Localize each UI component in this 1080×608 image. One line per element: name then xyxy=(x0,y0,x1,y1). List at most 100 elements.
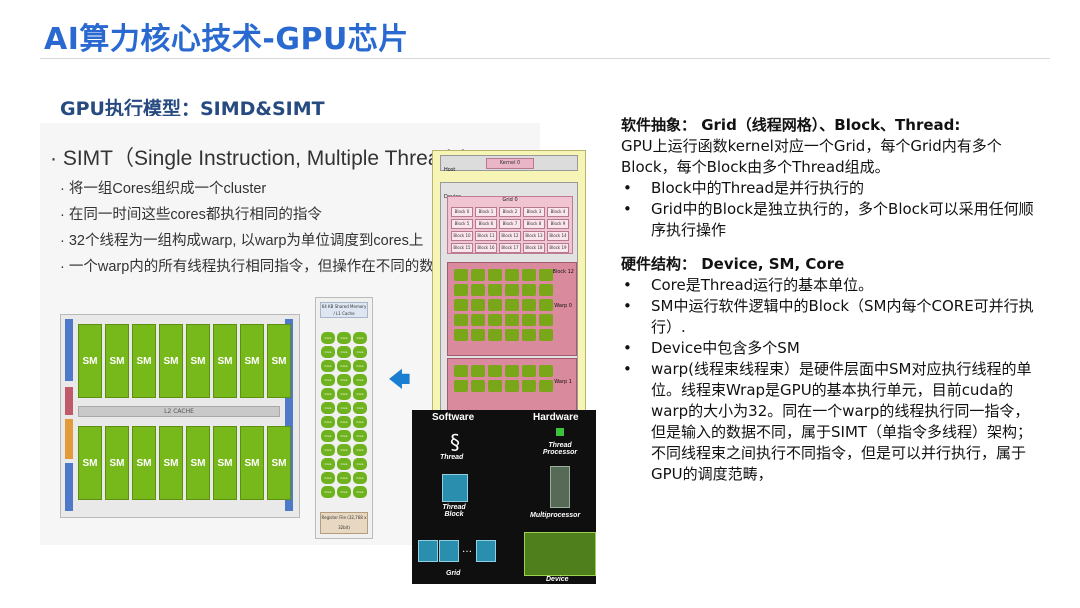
core-unit: Core xyxy=(321,388,335,400)
thread-block-caption: Thread Block xyxy=(442,504,466,518)
thread-processor-icon xyxy=(556,428,564,436)
title-divider xyxy=(40,58,1050,59)
core-unit: Core xyxy=(321,416,335,428)
thread-cell xyxy=(454,284,468,296)
sm-unit: SM xyxy=(159,426,183,500)
block-cell: Block 1 xyxy=(475,207,497,217)
core-unit: Core xyxy=(353,486,367,498)
shared-memory-box: 64 KB Shared Memory / L1 Cache xyxy=(320,302,368,318)
block-cell: Block 3 xyxy=(523,207,545,217)
thread-cell xyxy=(539,329,553,341)
core-unit: Core xyxy=(353,430,367,442)
core-unit: Core xyxy=(337,416,351,428)
sm-unit: SM xyxy=(267,426,291,500)
core-unit: Core xyxy=(337,458,351,470)
core-unit: Core xyxy=(337,402,351,414)
core-unit: Core xyxy=(337,388,351,400)
list-item: Device中包含多个SM xyxy=(621,338,1041,359)
sm-row-bottom: SM SM SM SM SM SM SM SM xyxy=(78,426,291,500)
arrow-left-icon: 🡄 xyxy=(388,368,411,393)
block-cell: Block 19 xyxy=(547,243,569,253)
core-unit: Core xyxy=(337,360,351,372)
list-item: Core是Thread运行的基本单位。 xyxy=(621,275,1041,296)
software-intro: GPU上运行函数kernel对应一个Grid，每个Grid内有多个Block，每… xyxy=(621,137,1002,176)
core-unit: Core xyxy=(337,444,351,456)
thread-caption: Thread xyxy=(440,454,464,461)
software-hardware-panel: Software Hardware § Thread Thread Proces… xyxy=(412,410,596,584)
core-unit: Core xyxy=(353,374,367,386)
block-cell: Block 16 xyxy=(475,243,497,253)
warp-box: Warp 1 xyxy=(447,358,577,414)
device-icon xyxy=(524,532,596,576)
thread-cell xyxy=(488,314,502,326)
sm-unit: SM xyxy=(78,324,102,398)
chip-side-block xyxy=(65,387,73,415)
multiprocessor-caption: Multiprocessor xyxy=(530,512,581,519)
thread-cell xyxy=(522,380,536,392)
grid-caption: Grid xyxy=(446,570,461,577)
block-cell: Block 2 xyxy=(499,207,521,217)
thread-cell xyxy=(488,380,502,392)
thread-cell xyxy=(454,269,468,281)
thread-cell xyxy=(505,329,519,341)
chip-side-block xyxy=(65,319,73,381)
register-file-box: Register File (32,768 x 32bit) xyxy=(320,512,368,534)
sm-unit: SM xyxy=(159,324,183,398)
thread-cell xyxy=(454,365,468,377)
sm-unit: SM xyxy=(105,426,129,500)
chip-side-block xyxy=(65,463,73,511)
thread-cell xyxy=(539,284,553,296)
thread-cell xyxy=(522,269,536,281)
core-unit: Core xyxy=(321,374,335,386)
thread-cell xyxy=(505,380,519,392)
host-label: Host xyxy=(444,167,456,173)
block-cell: Block 7 xyxy=(499,219,521,229)
l2-cache-bar: L2 CACHE xyxy=(78,406,280,417)
thread-cell xyxy=(471,365,485,377)
warp-tag: Warp 1 xyxy=(554,379,572,385)
sm-unit: SM xyxy=(240,426,264,500)
sm-unit: SM xyxy=(132,324,156,398)
kernel-box: Kernel 0 xyxy=(486,158,534,169)
thread-grid xyxy=(454,269,553,341)
thread-cell xyxy=(488,365,502,377)
thread-cell xyxy=(471,269,485,281)
grid-label: Grid 0 xyxy=(502,197,518,203)
list-item: Grid中的Block是独立执行的，多个Block可以采用任何顺序执行操作 xyxy=(621,199,1041,241)
hardware-heading: 硬件结构： Device, SM, Core xyxy=(621,255,845,273)
software-list: Block中的Thread是并行执行的 Grid中的Block是独立执行的，多个… xyxy=(621,178,1041,241)
thread-cell xyxy=(539,380,553,392)
simt-bullets: 将一组Cores组织成一个cluster 在同一时间这些cores都执行相同的指… xyxy=(60,176,463,280)
block-cell: Block 15 xyxy=(451,243,473,253)
core-unit: Core xyxy=(337,346,351,358)
block-cell: Block 9 xyxy=(547,219,569,229)
block-cell: Block 11 xyxy=(475,231,497,241)
thread-cell xyxy=(522,284,536,296)
ellipsis-icon: … xyxy=(462,544,472,555)
core-unit: Core xyxy=(321,430,335,442)
block-cell: Block 0 xyxy=(451,207,473,217)
core-unit: Core xyxy=(353,444,367,456)
core-unit: Core xyxy=(353,458,367,470)
thread-processor-caption: Thread Processor xyxy=(542,442,578,456)
thread-cell xyxy=(471,284,485,296)
thread-cell xyxy=(488,299,502,311)
grid-block-icon xyxy=(439,540,459,562)
thread-cell xyxy=(454,329,468,341)
core-unit: Core xyxy=(321,486,335,498)
thread-cell xyxy=(522,299,536,311)
core-unit: Core xyxy=(321,472,335,484)
core-unit: Core xyxy=(337,486,351,498)
grid-block-icon xyxy=(476,540,496,562)
chip-side-block xyxy=(285,319,293,511)
multiprocessor-icon xyxy=(550,466,570,508)
sm-unit: SM xyxy=(213,426,237,500)
core-unit: Core xyxy=(353,388,367,400)
core-unit: Core xyxy=(353,360,367,372)
block-tag: Block 12 xyxy=(552,269,574,275)
simt-bullet: 32个线程为一组构成warp, 以warp为单位调度到cores上 xyxy=(60,228,463,254)
warp-box: Block 12 Warp 0 xyxy=(447,262,577,356)
software-label: Software xyxy=(432,412,475,423)
core-unit: Core xyxy=(353,472,367,484)
